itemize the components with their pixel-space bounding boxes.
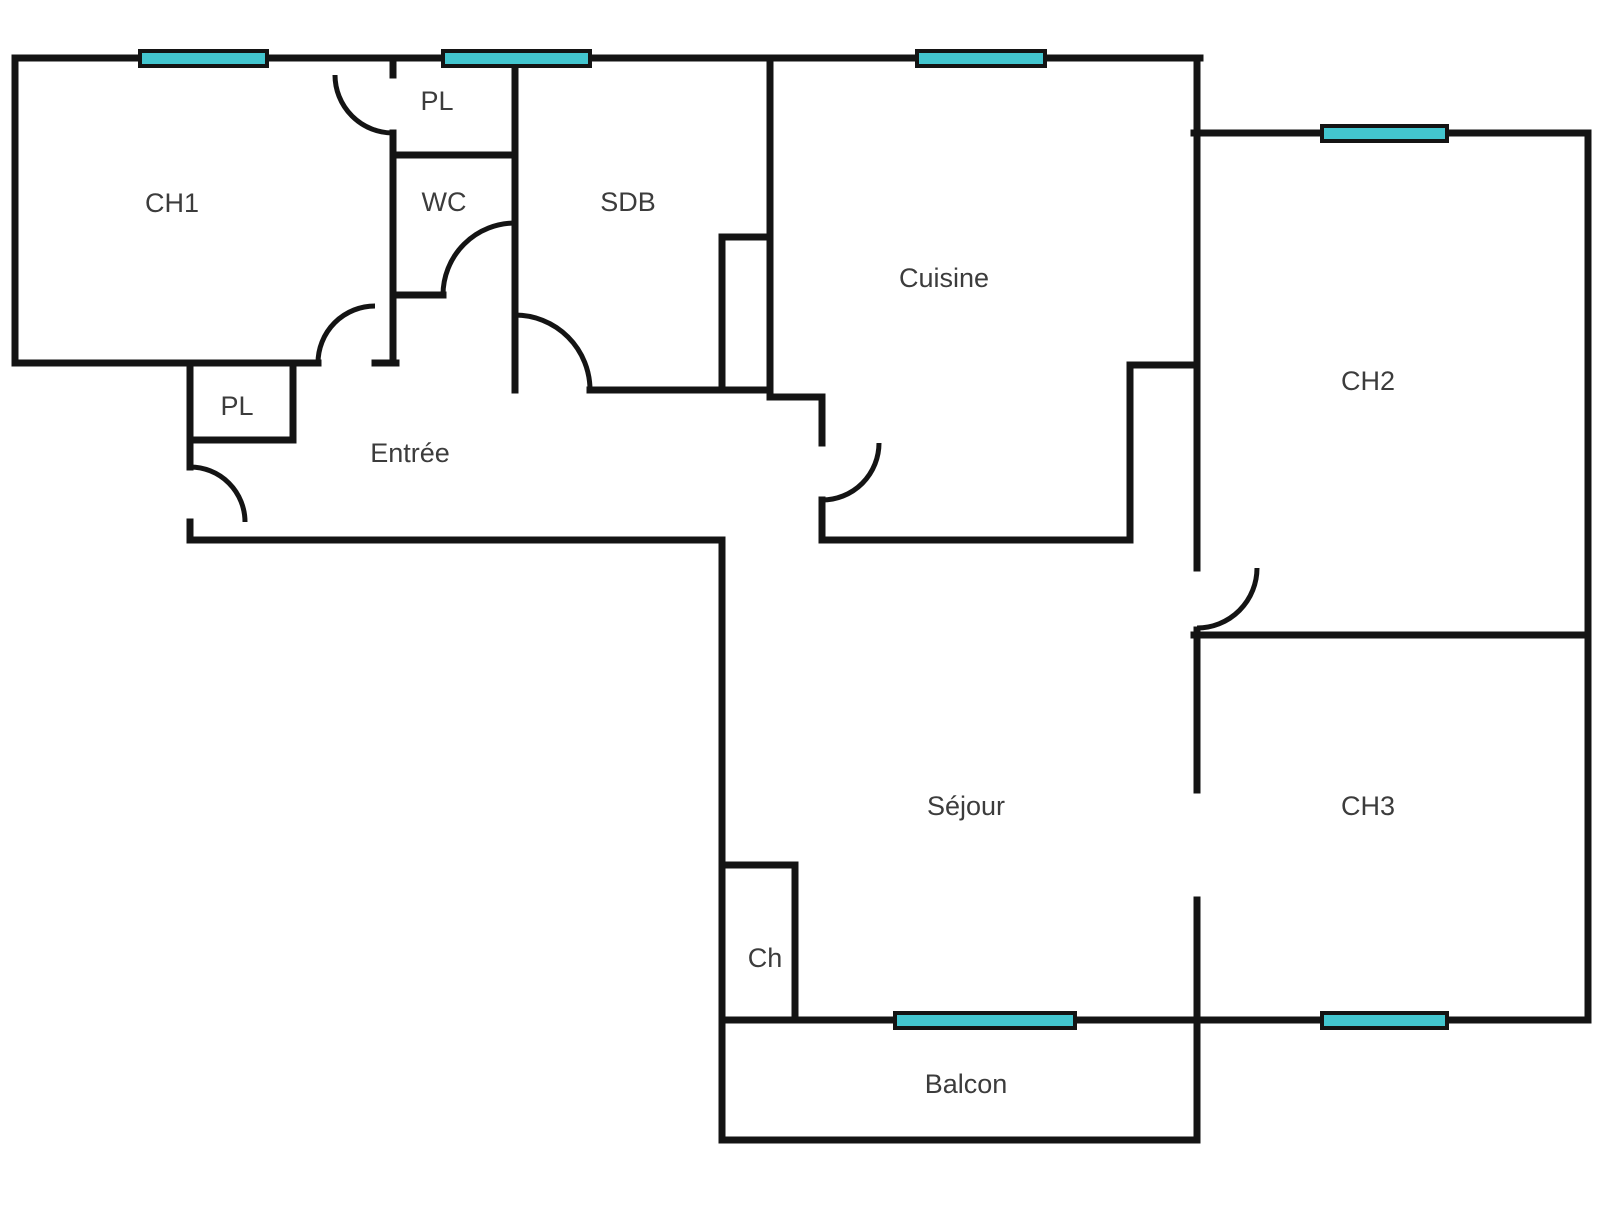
room-label-sdb: SDB — [600, 187, 656, 217]
door-arc-cuisine — [821, 442, 882, 503]
room-label-ch3: CH3 — [1341, 791, 1395, 821]
room-labels: CH1 PL WC SDB Cuisine CH2 PL Entrée Séjo… — [145, 86, 1395, 1099]
windows-border — [138, 49, 1449, 1030]
window-sdb-top — [441, 49, 592, 68]
window-cuisine-top — [915, 49, 1047, 68]
windows — [138, 49, 1449, 1030]
door-arc-wc — [440, 220, 516, 296]
window-ch3-bottom — [1320, 1011, 1449, 1030]
room-label-pl-hall: PL — [220, 391, 253, 421]
door-arc-ch1 — [315, 303, 376, 364]
door-arc-pl-top — [332, 74, 394, 136]
door-arcs — [189, 74, 1260, 631]
room-label-pl-top: PL — [420, 86, 453, 116]
room-label-ch2: CH2 — [1341, 366, 1395, 396]
room-label-ch1: CH1 — [145, 188, 199, 218]
door-arc-entrance — [189, 464, 248, 523]
room-label-wc: WC — [422, 187, 467, 217]
room-label-cuisine: Cuisine — [899, 263, 989, 293]
window-sejour-balcon — [893, 1011, 1077, 1030]
window-ch1-top — [138, 49, 269, 68]
window-ch2-top — [1320, 124, 1449, 143]
door-arc-ch2 — [1196, 567, 1260, 631]
room-label-entree: Entrée — [370, 438, 450, 468]
door-arc-sdb — [514, 312, 593, 391]
room-label-balcon: Balcon — [925, 1069, 1008, 1099]
room-label-ch: Ch — [748, 943, 783, 973]
room-label-sejour: Séjour — [927, 791, 1005, 821]
